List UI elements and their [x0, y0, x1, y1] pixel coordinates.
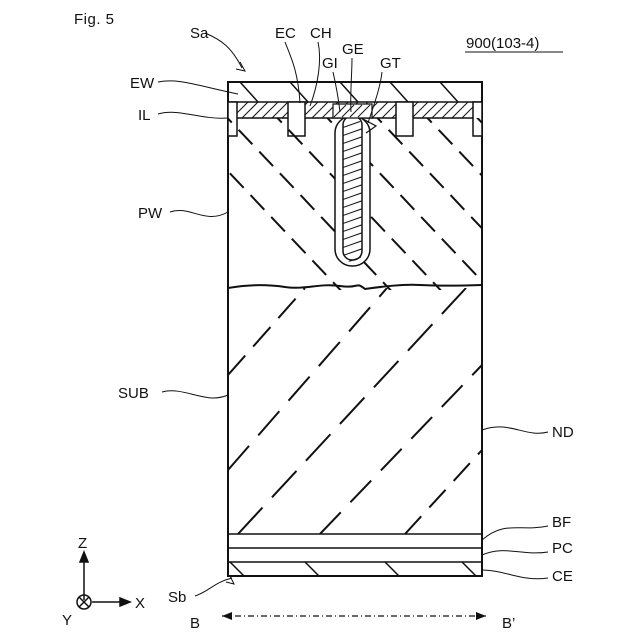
- section-arrow-right: [476, 612, 486, 620]
- label-gi: GI: [322, 55, 338, 72]
- pw-sub-boundary: [228, 285, 482, 289]
- label-ec: EC: [275, 25, 296, 42]
- label-ce: CE: [552, 568, 573, 585]
- axis-y-label: Y: [62, 612, 72, 629]
- axes-legend: [77, 552, 130, 609]
- label-ch: CH: [310, 25, 332, 42]
- section-arrow-left: [222, 612, 232, 620]
- figure-title: Fig. 5: [74, 11, 115, 28]
- section-end-label: B’: [502, 615, 515, 632]
- label-bf: BF: [552, 514, 571, 531]
- label-ew: EW: [130, 75, 155, 92]
- label-nd: ND: [552, 424, 574, 441]
- label-sub: SUB: [118, 385, 149, 402]
- axis-z-label: Z: [78, 535, 87, 552]
- emitter-electrode-layer: [240, 82, 458, 102]
- substrate-drift-region: [228, 288, 482, 534]
- label-il: IL: [138, 107, 151, 124]
- label-pw: PW: [138, 205, 163, 222]
- label-sb: Sb: [168, 589, 186, 606]
- figure-reference: 900(103-4): [466, 35, 539, 52]
- section-start-label: B: [190, 615, 200, 632]
- label-pc: PC: [552, 540, 573, 557]
- contact-plug-2: [396, 102, 413, 136]
- label-sa: Sa: [190, 25, 209, 42]
- label-ge: GE: [342, 41, 364, 58]
- label-gt: GT: [380, 55, 401, 72]
- axis-x-label: X: [135, 595, 145, 612]
- collector-electrode-layer: [230, 562, 476, 576]
